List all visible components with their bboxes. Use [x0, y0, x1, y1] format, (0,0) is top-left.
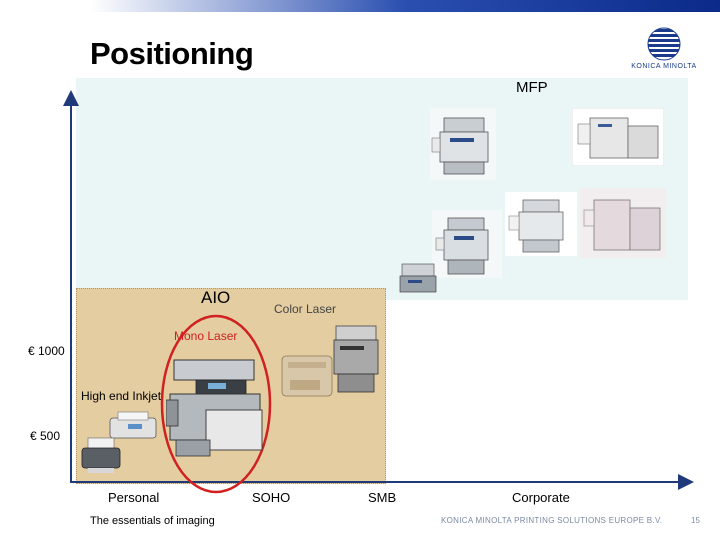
mono-laser-printer: [333, 325, 379, 393]
y-tick-500: € 500: [30, 429, 61, 443]
high-end-inkjet-label: High end Inkjet: [81, 389, 162, 403]
mono-laser-label: Mono Laser: [174, 329, 238, 343]
mfp-compact-desktop: [399, 263, 437, 293]
y-tick-1000: € 1000: [28, 344, 65, 358]
slide-title: Positioning: [90, 36, 254, 71]
header-bar: [90, 0, 720, 12]
mfp-copier-2: [432, 210, 502, 278]
x-category-soho: SOHO: [252, 490, 291, 505]
mfp-color-press: [580, 188, 666, 258]
mfp-copier-3: [505, 192, 577, 256]
mfp-production-printer: [572, 108, 664, 166]
x-category-smb: SMB: [368, 490, 397, 505]
all-in-one-machine: [166, 359, 263, 457]
logo-wordmark: KONICA MINOLTA: [631, 63, 697, 70]
aio-label: AIO: [201, 288, 231, 307]
footer-tagline: The essentials of imaging: [90, 515, 215, 527]
mfp-label: MFP: [516, 79, 548, 96]
globe-logo-icon: [647, 27, 681, 61]
footer-company: KONICA MINOLTA PRINTING SOLUTIONS EUROPE…: [441, 516, 663, 525]
x-category-personal: Personal: [108, 490, 160, 505]
mfp-copier-1: [430, 108, 496, 180]
konica-minolta-logo: KONICA MINOLTA: [614, 24, 714, 76]
highlight-ellipse: [160, 314, 272, 494]
color-laser-printer: [281, 355, 333, 397]
personal-inkjet-printer: [81, 437, 121, 473]
high-end-inkjet-printer: [109, 411, 157, 439]
x-category-corporate: Corporate: [512, 490, 570, 505]
color-laser-label: Color Laser: [274, 302, 337, 316]
page-number: 15: [691, 516, 700, 525]
